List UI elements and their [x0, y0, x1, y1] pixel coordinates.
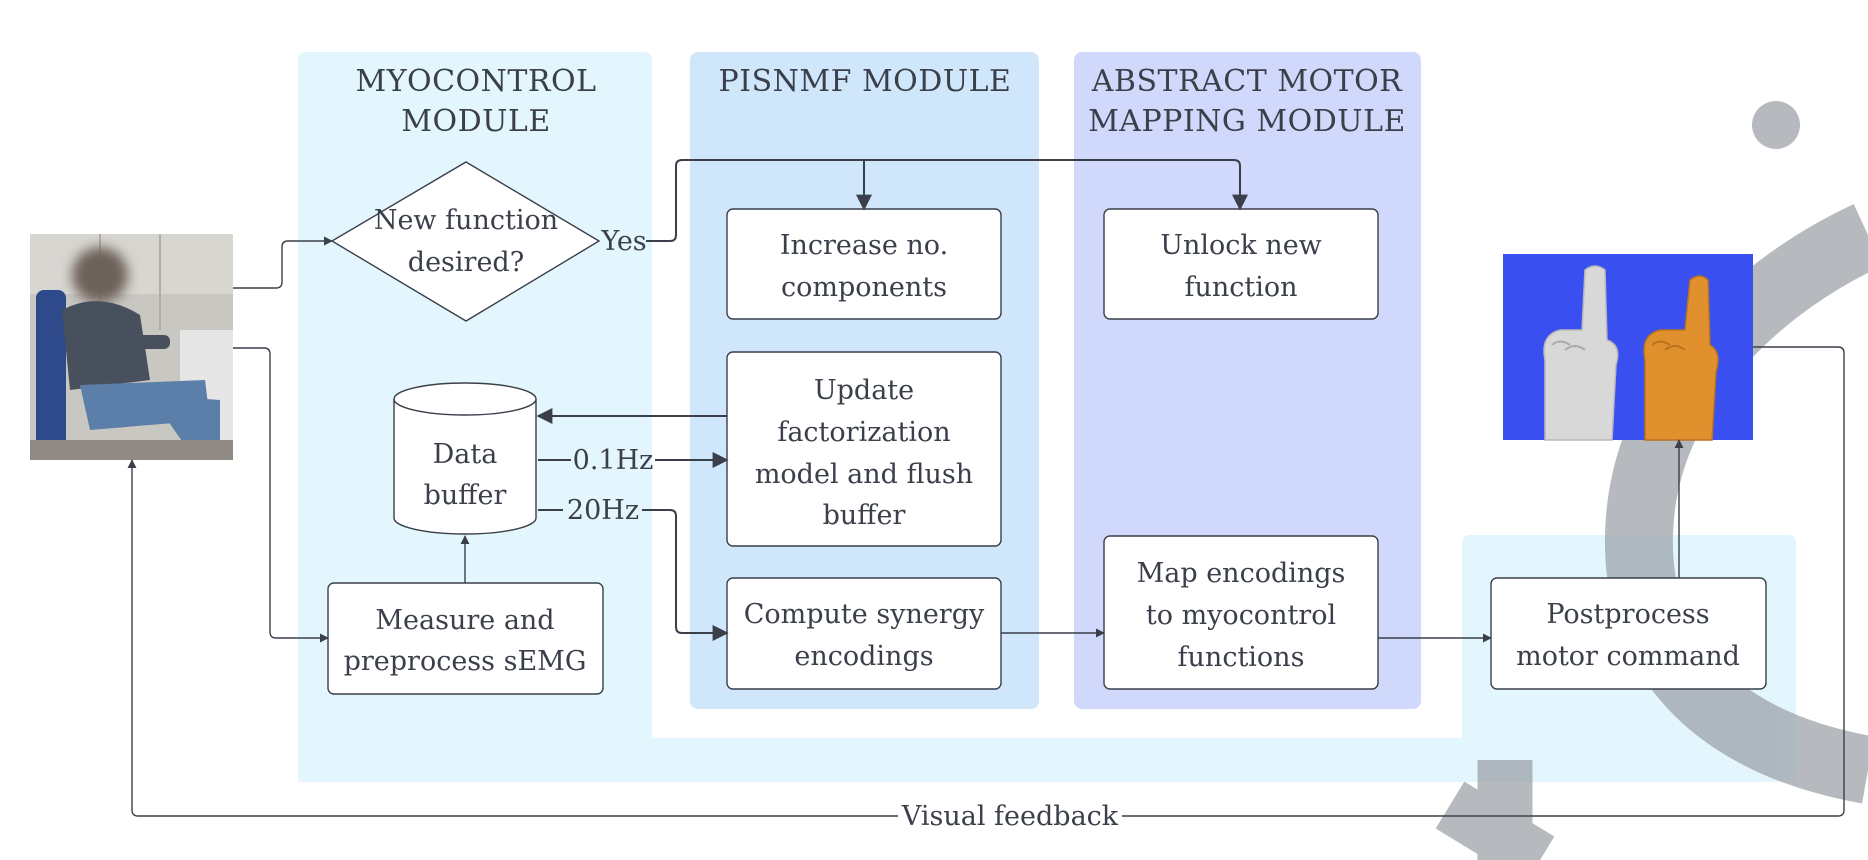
- update-line1: Update: [814, 375, 914, 406]
- update-line2: factorization: [777, 417, 950, 448]
- map-encodings-box: [1103, 535, 1379, 690]
- map-line1: Map encodings: [1137, 558, 1346, 589]
- abstract-title-line1: ABSTRACT MOTOR: [1091, 64, 1403, 99]
- measure-preprocess-box: [327, 582, 604, 695]
- myocontrol-title-line1: MYOCONTROL: [355, 64, 596, 99]
- unlock-line2: function: [1184, 272, 1297, 303]
- data-buffer-line1: Data: [433, 439, 498, 470]
- unlock-line1: Unlock new: [1160, 230, 1322, 261]
- decision-line1: New function: [374, 205, 558, 236]
- measure-line2: preprocess sEMG: [344, 646, 587, 677]
- abstract-title-line2: MAPPING MODULE: [1088, 104, 1406, 139]
- person-seated-photo: [30, 234, 233, 460]
- decision-line2: desired?: [408, 247, 524, 278]
- postprocess-box: [1490, 577, 1767, 690]
- map-line3: functions: [1178, 642, 1305, 673]
- myocontrol-title-line2: MODULE: [401, 104, 550, 139]
- postprocess-line1: Postprocess: [1546, 599, 1709, 630]
- postprocess-line2: motor command: [1516, 641, 1740, 672]
- update-line4: buffer: [823, 500, 906, 531]
- data-buffer-line2: buffer: [424, 480, 507, 511]
- update-line3: model and flush: [755, 459, 973, 490]
- data-buffer-cylinder: [393, 382, 537, 535]
- compute-line1: Compute synergy: [744, 599, 985, 630]
- compute-line2: encodings: [794, 641, 933, 672]
- watermark-graphic: [1435, 101, 1868, 860]
- edges: [127, 159, 1845, 817]
- rate-slow-label: 0.1Hz: [573, 445, 654, 476]
- compute-synergy-box: [726, 577, 1002, 690]
- update-factorization-box: [726, 351, 1002, 547]
- virtual-hands-render: [1503, 254, 1753, 441]
- rate-fast-label: 20Hz: [567, 495, 639, 526]
- new-function-decision: [330, 161, 601, 322]
- measure-line1: Measure and: [375, 605, 554, 636]
- pisnmf-title: PISNMF MODULE: [719, 64, 1012, 99]
- increase-line2: components: [781, 272, 947, 303]
- map-line2: to myocontrol: [1146, 600, 1336, 631]
- yes-label: Yes: [600, 226, 646, 257]
- increase-line1: Increase no.: [780, 230, 948, 261]
- visual-feedback-label: Visual feedback: [901, 801, 1119, 832]
